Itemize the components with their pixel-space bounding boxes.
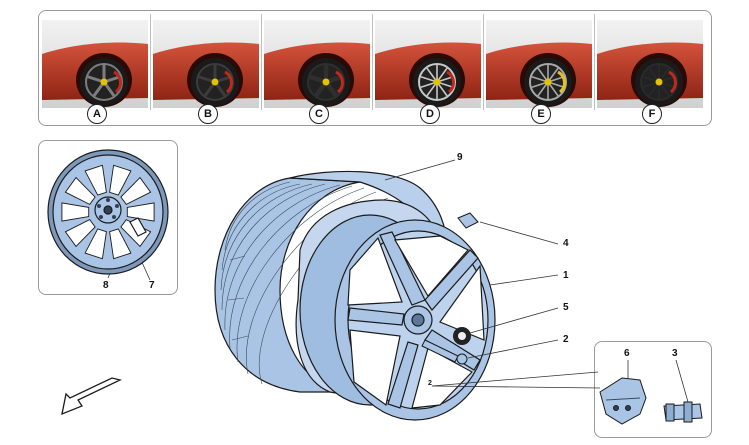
variant-label-d: D bbox=[420, 104, 440, 124]
variant-separator bbox=[150, 14, 151, 110]
variant-thumbnails bbox=[42, 20, 703, 108]
callout-valve: 3 bbox=[672, 348, 678, 359]
direction-arrow bbox=[61, 377, 122, 416]
variant-thumbnail-f[interactable] bbox=[597, 20, 703, 108]
callout-wheel-rim: 1 bbox=[563, 270, 569, 281]
spare-wheel-window bbox=[84, 228, 107, 260]
spare-wheel-window bbox=[64, 176, 96, 205]
variant-thumbnail-b[interactable] bbox=[153, 20, 259, 108]
callout-bolt: 2 bbox=[563, 334, 569, 345]
spare-wheel-window bbox=[61, 202, 90, 222]
callout-center-cap: 5 bbox=[563, 302, 569, 313]
variant-label-b: B bbox=[198, 104, 218, 124]
variant-label-f: F bbox=[642, 104, 662, 124]
callout-badge: 4 bbox=[563, 238, 569, 249]
variant-label-a: A bbox=[87, 104, 107, 124]
spare-wheel-window bbox=[64, 219, 96, 248]
variant-thumbnail-e[interactable] bbox=[486, 20, 592, 108]
tpms-sensor-6 bbox=[599, 377, 647, 425]
variant-separator bbox=[594, 14, 595, 110]
variant-separator bbox=[261, 14, 262, 110]
variant-thumbnail-a[interactable] bbox=[42, 20, 148, 108]
callout-spare-wheel: 7 bbox=[149, 280, 155, 291]
spare-wheel-window bbox=[84, 164, 107, 196]
spare-wheel-7 bbox=[47, 149, 169, 275]
callout-valve-position: 2 bbox=[428, 380, 432, 387]
variant-label-e: E bbox=[531, 104, 551, 124]
variant-thumbnail-c[interactable] bbox=[264, 20, 370, 108]
valve-3 bbox=[663, 401, 703, 423]
variant-separator bbox=[372, 14, 373, 110]
badge-4 bbox=[457, 212, 479, 229]
wheel-bolt-2 bbox=[421, 339, 468, 365]
variant-label-c: C bbox=[309, 104, 329, 124]
variant-separator bbox=[483, 14, 484, 110]
callout-spare-valve: 8 bbox=[103, 280, 109, 291]
spare-wheel-window bbox=[109, 228, 132, 260]
wheel-rim-1 bbox=[334, 219, 496, 421]
variant-thumbnail-d[interactable] bbox=[375, 20, 481, 108]
center-cap-5 bbox=[453, 327, 471, 345]
spare-wheel-window bbox=[109, 164, 132, 196]
spare-wheel-window bbox=[120, 176, 152, 205]
spare-wheel-window bbox=[126, 202, 155, 222]
callout-tpms-sensor: 6 bbox=[624, 348, 630, 359]
callout-tyre: 9 bbox=[457, 152, 463, 163]
